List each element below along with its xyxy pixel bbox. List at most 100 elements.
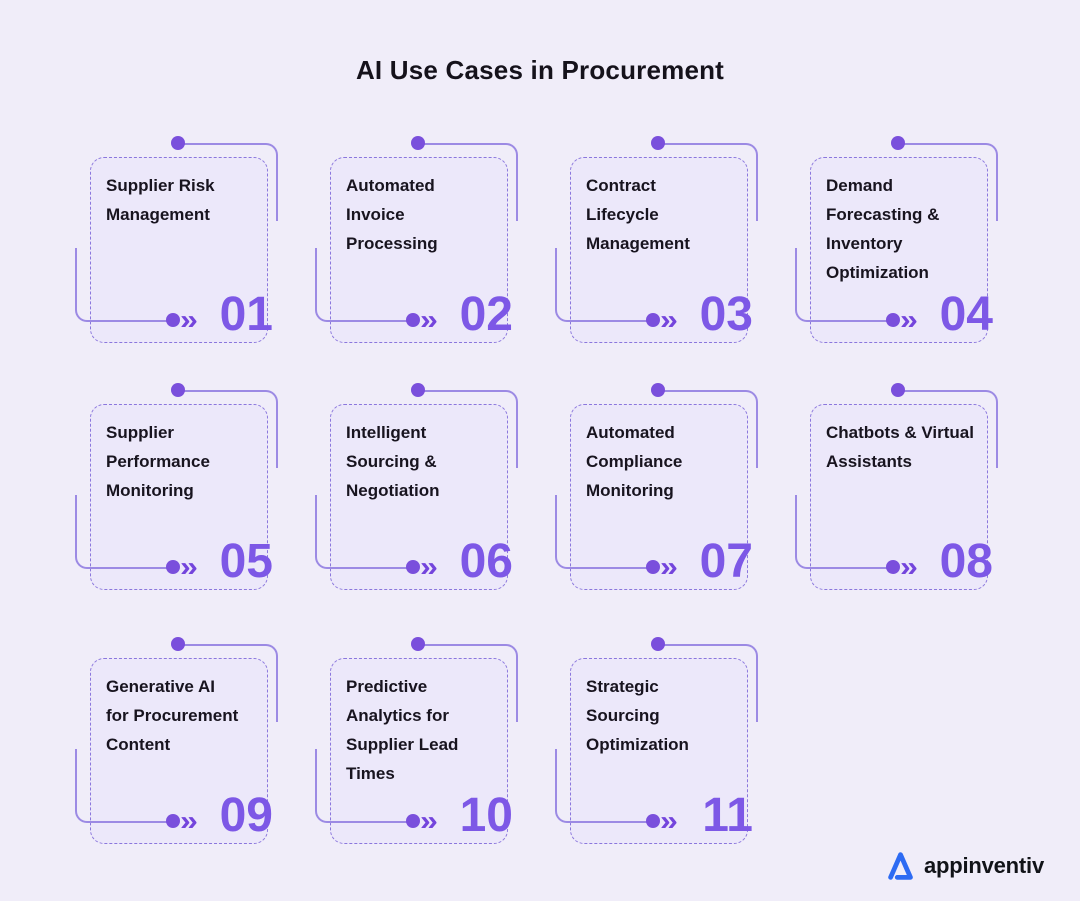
connector-dot-icon [406,560,420,574]
double-chevron-icon: » [660,304,678,335]
top-connector-line [658,390,758,468]
usecase-card-10: » Predictive Analytics for Supplier Lead… [315,637,518,844]
card-outline [330,157,508,343]
connector-dot-icon [646,560,660,574]
connector-dot-icon [166,814,180,828]
double-chevron-icon: » [180,551,198,582]
double-chevron-icon: » [660,551,678,582]
top-connector-line [898,143,998,221]
usecase-label: Predictive Analytics for Supplier Lead T… [346,677,459,783]
usecase-label: Contract Lifecycle Management [586,176,690,253]
top-connector-line [418,143,518,221]
bottom-connector-line [555,248,655,322]
connector-dot-icon [166,560,180,574]
bottom-connector-line [75,749,175,823]
connector-dot-icon [411,637,425,651]
top-connector-line [418,390,518,468]
usecase-label: Supplier Risk Management [106,176,215,224]
usecase-number: 06 [459,535,513,588]
usecase-number: 02 [459,288,513,341]
connector-dot-icon [171,136,185,150]
usecase-label: Automated Compliance Monitoring [586,423,683,500]
connector-dot-icon [886,313,900,327]
top-connector-line [658,143,758,221]
connector-dot-icon [171,383,185,397]
connector-dot-icon [406,313,420,327]
bottom-connector-line [795,495,895,569]
usecase-number: 03 [699,288,753,341]
bottom-connector-line [315,495,415,569]
bottom-connector-line [555,495,655,569]
card-outline [810,404,988,590]
connector-dot-icon [411,383,425,397]
usecase-label: Chatbots & Virtual Assistants [826,423,974,471]
bottom-connector-line [315,749,415,823]
usecase-card-01: » Supplier Risk Management 01 [75,136,278,343]
bottom-connector-line [75,495,175,569]
connector-dot-icon [651,136,665,150]
top-connector-line [418,644,518,722]
usecase-number: 11 [702,789,753,842]
connector-dot-icon [646,313,660,327]
connector-dot-icon [411,136,425,150]
usecase-label: Demand Forecasting & Inventory Optimizat… [826,176,940,282]
usecase-label: Strategic Sourcing Optimization [586,677,689,754]
card-outline [330,404,508,590]
bottom-connector-line [555,749,655,823]
card-outline [90,404,268,590]
connector-dot-icon [406,814,420,828]
card-row-3: » Generative AI for Procurement Content … [75,637,758,844]
connector-dot-icon [891,136,905,150]
connector-dot-icon [166,313,180,327]
usecase-card-02: » Automated Invoice Processing 02 [315,136,518,343]
usecase-number: 10 [459,789,513,842]
top-connector-line [658,644,758,722]
usecase-label: Generative AI for Procurement Content [106,677,239,754]
usecase-number: 08 [939,535,993,588]
double-chevron-icon: » [180,805,198,836]
usecase-number: 09 [219,789,273,842]
double-chevron-icon: » [900,551,918,582]
page-title: AI Use Cases in Procurement [355,55,725,85]
usecase-card-03: » Contract Lifecycle Management 03 [555,136,758,343]
usecase-card-06: » Intelligent Sourcing & Negotiation 06 [315,383,518,590]
card-row-2: » Supplier Performance Monitoring 05 » I… [75,383,998,590]
double-chevron-icon: » [420,304,438,335]
card-outline [90,157,268,343]
appinventiv-a-icon [883,847,919,885]
bottom-connector-line [795,248,895,322]
card-outline [570,404,748,590]
usecase-label: Supplier Performance Monitoring [106,423,210,500]
double-chevron-icon: » [180,304,198,335]
card-row-1: » Supplier Risk Management 01 » Automate… [75,136,998,343]
connector-dot-icon [651,637,665,651]
connector-dot-icon [171,637,185,651]
usecase-card-05: » Supplier Performance Monitoring 05 [75,383,278,590]
usecase-card-07: » Automated Compliance Monitoring 07 [555,383,758,590]
top-connector-line [178,644,278,722]
bottom-connector-line [75,248,175,322]
card-outline [570,658,748,844]
connector-dot-icon [646,814,660,828]
top-connector-line [178,390,278,468]
usecase-card-08: » Chatbots & Virtual Assistants 08 [795,383,998,590]
usecase-number: 07 [699,535,753,588]
double-chevron-icon: » [420,805,438,836]
connector-dot-icon [886,560,900,574]
usecase-number: 01 [219,288,273,341]
card-outline [90,658,268,844]
top-connector-line [178,143,278,221]
usecase-label: Intelligent Sourcing & Negotiation [346,423,440,500]
usecase-label: Automated Invoice Processing [346,176,438,253]
logo-wordmark: appinventiv [923,853,1044,878]
usecase-card-04: » Demand Forecasting & Inventory Optimiz… [795,136,998,343]
bottom-connector-line [315,248,415,322]
usecase-number: 05 [219,535,273,588]
top-connector-line [898,390,998,468]
usecase-card-11: » Strategic Sourcing Optimization 11 [555,637,758,844]
usecase-card-09: » Generative AI for Procurement Content … [75,637,278,844]
connector-dot-icon [651,383,665,397]
connector-dot-icon [891,383,905,397]
double-chevron-icon: » [900,304,918,335]
